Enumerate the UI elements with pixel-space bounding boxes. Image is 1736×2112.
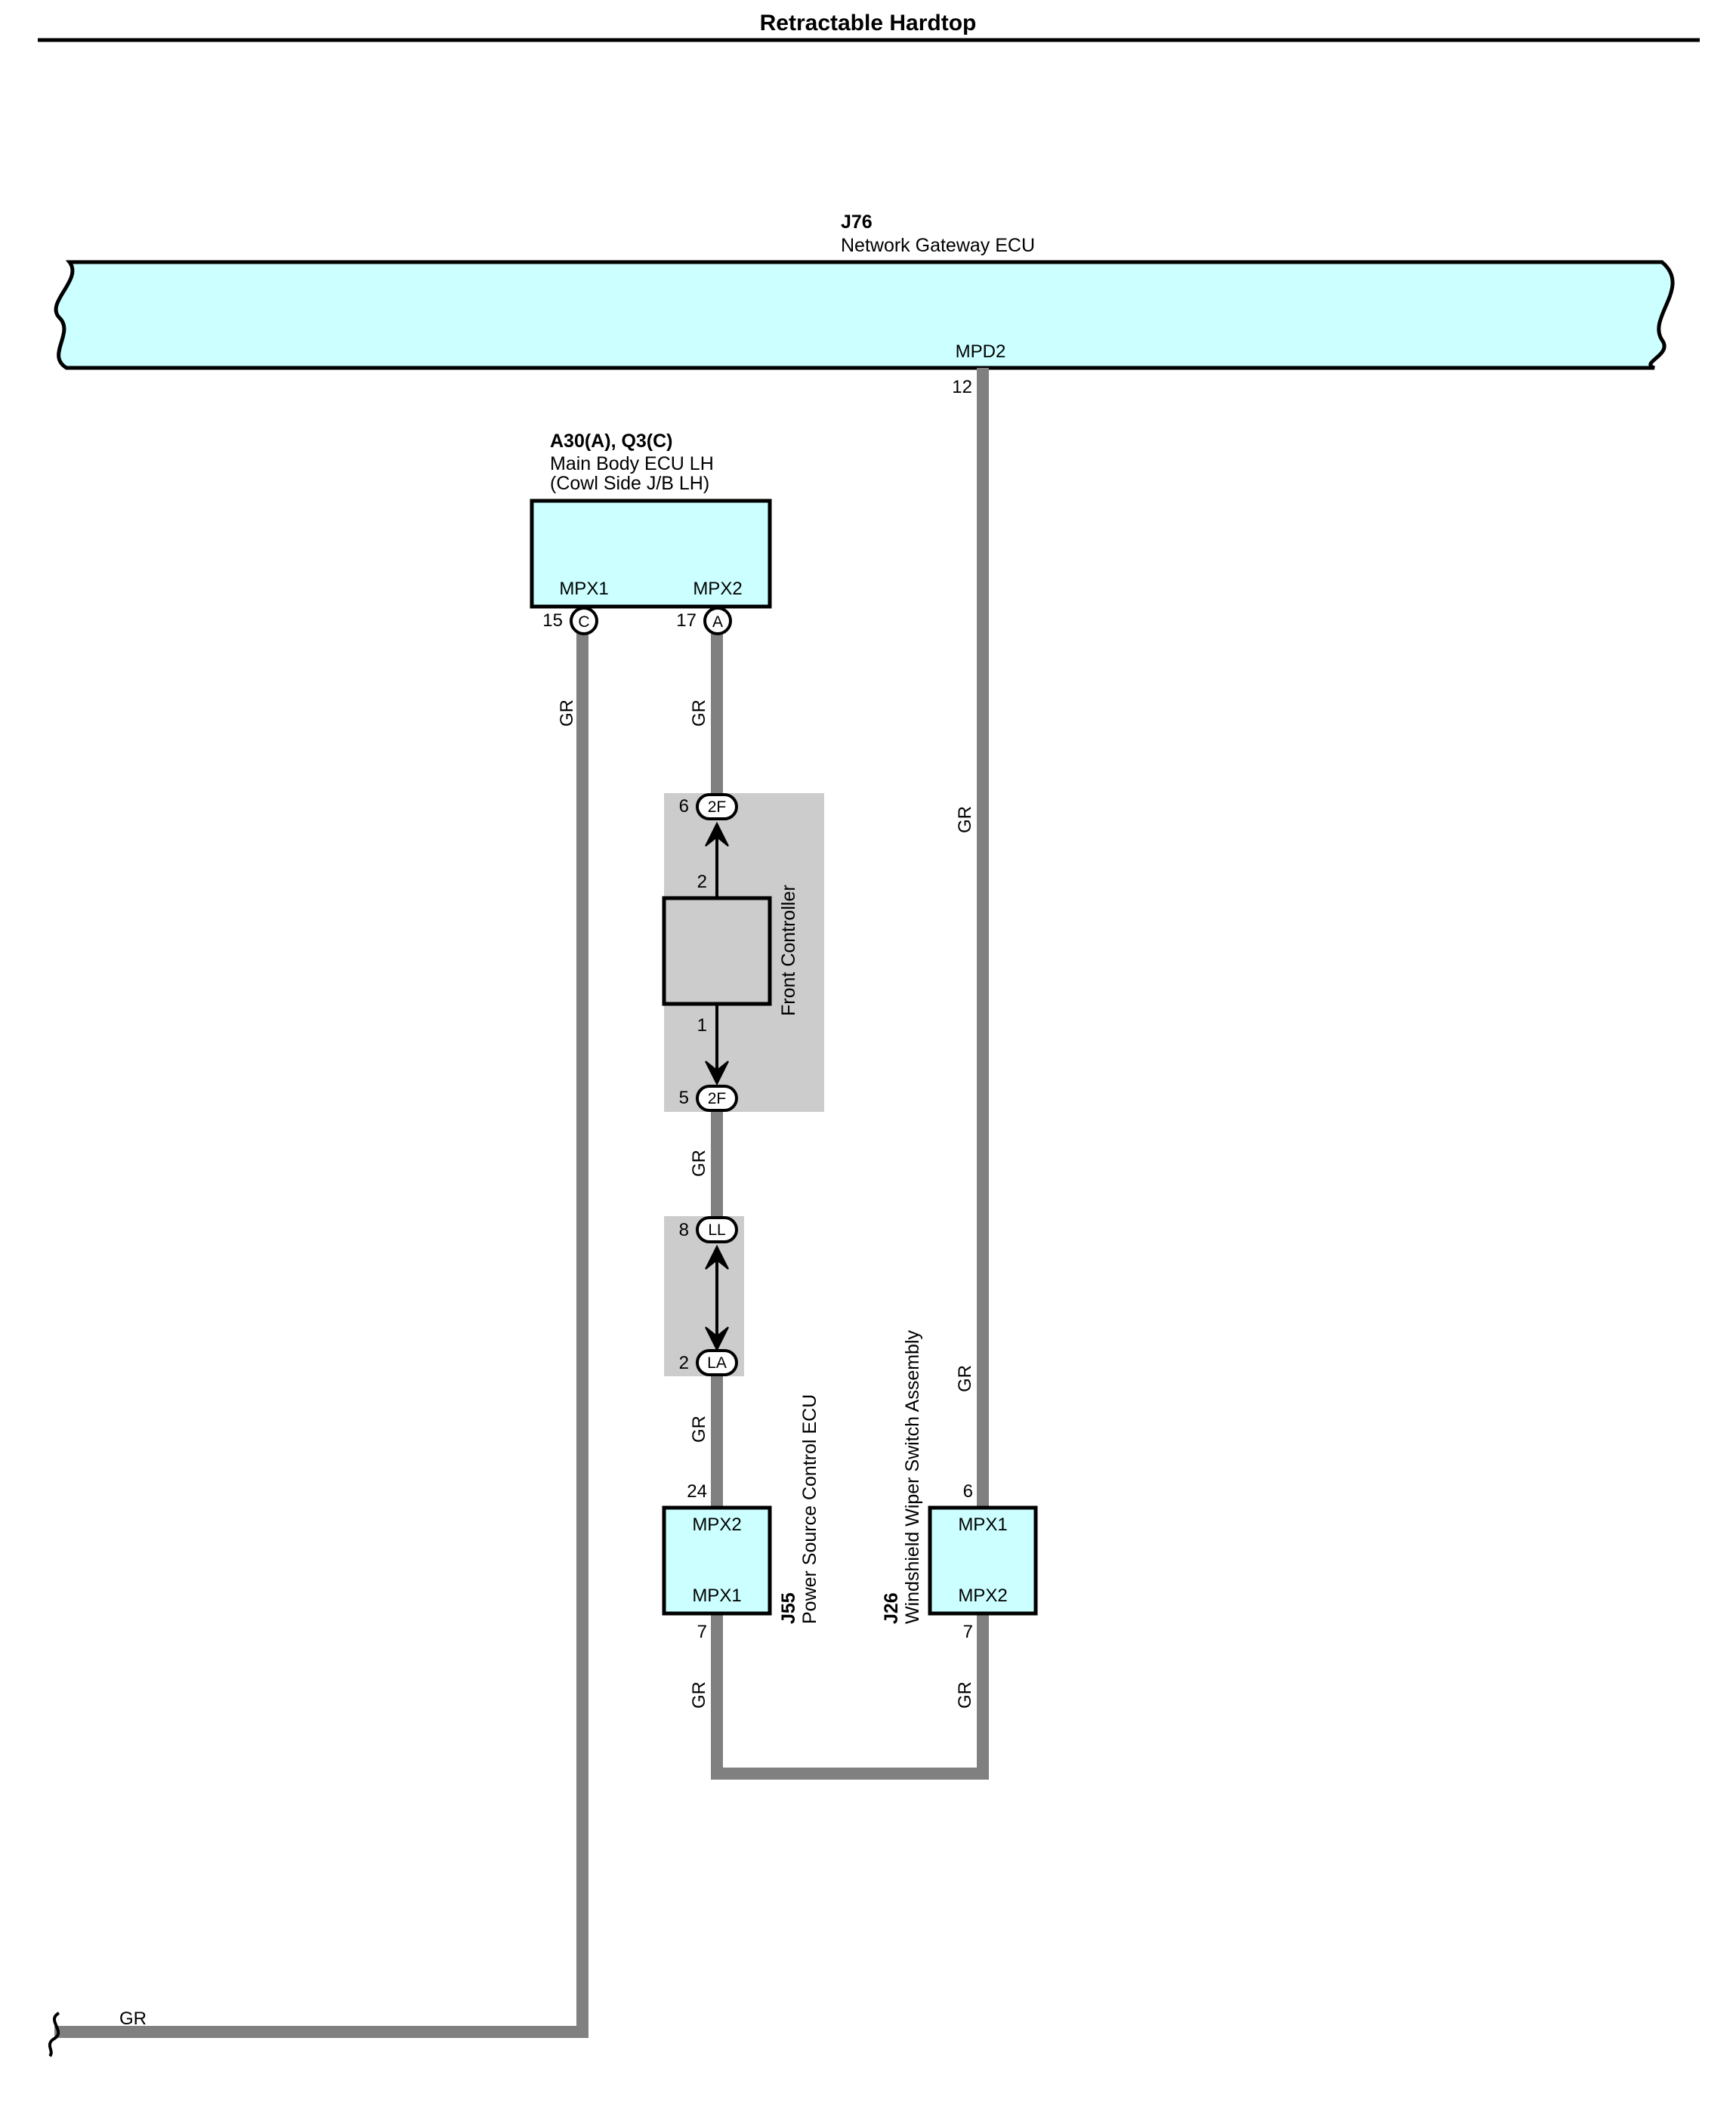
- main-body-name-line1: Main Body ECU LH: [550, 453, 714, 474]
- wire-color-main-a-top: GR: [689, 699, 709, 727]
- connector-c: [570, 607, 598, 635]
- main-body-pin-left: 15: [542, 610, 563, 631]
- main-body-name-line2: (Cowl Side J/B LH): [550, 473, 709, 494]
- wiper-switch-name: Windshield Wiper Switch Assembly: [902, 1329, 923, 1624]
- gateway-name: Network Gateway ECU: [841, 235, 1035, 256]
- chevron-down-icon: [705, 1061, 729, 1086]
- wiper-pin-top: 6: [963, 1481, 973, 1502]
- wire-color-gateway-upper: GR: [955, 806, 975, 833]
- power-source-pin-top: 24: [687, 1481, 707, 1502]
- main-body-pin-right: 17: [676, 610, 697, 631]
- wire-power-source-to-wiper: [711, 1611, 989, 1780]
- connector-ll-label: LL: [708, 1221, 725, 1239]
- power-source-id: J55: [778, 1592, 799, 1624]
- wire-color-wiper-bottom: GR: [955, 1681, 975, 1709]
- connector-a: [703, 607, 732, 635]
- chevron-up-icon: [705, 821, 729, 847]
- power-source-pin-bottom: 7: [697, 1622, 707, 1642]
- front-controller-box: [662, 896, 772, 1006]
- gateway-ecu-body: [54, 260, 1675, 370]
- wiper-terminal-mpx2: MPX2: [958, 1586, 1007, 1606]
- front-controller-pin-top: 2: [697, 872, 707, 892]
- wiper-terminal-mpx1: MPX1: [958, 1515, 1007, 1535]
- connector-2f-top: [696, 793, 738, 820]
- wiper-switch-id: J26: [881, 1592, 902, 1624]
- connector-2f-bottom-label: 2F: [708, 1090, 727, 1107]
- gateway-id: J76: [841, 212, 873, 233]
- wire-color-main-a-bottom: GR: [689, 1681, 709, 1709]
- power-source-terminal-mpx2: MPX2: [692, 1515, 741, 1535]
- connector-2f-bottom: [696, 1085, 738, 1112]
- power-source-ecu-box: [662, 1505, 772, 1616]
- junction-chevron-up-icon: [705, 1244, 729, 1270]
- wiper-switch-ecu-box: [928, 1505, 1038, 1616]
- power-source-terminal-mpx1: MPX1: [692, 1586, 741, 1606]
- connector-2f-top-label: 2F: [708, 798, 727, 816]
- main-body-terminal-mpx2: MPX2: [693, 579, 742, 599]
- main-body-ecu-box: [530, 499, 772, 609]
- front-controller-conn-top-pin: 6: [679, 796, 689, 817]
- wiper-pin-bottom: 7: [963, 1622, 973, 1642]
- junction-top-pin: 8: [679, 1220, 689, 1240]
- junction-enclosure: [664, 1216, 744, 1376]
- page-title: Retractable Hardtop: [760, 11, 977, 36]
- connector-c-label: C: [578, 613, 589, 631]
- connector-la-label: LA: [707, 1354, 727, 1372]
- wire-color-main-a-mid: GR: [689, 1150, 709, 1177]
- power-source-name: Power Source Control ECU: [799, 1394, 820, 1624]
- connector-ll: [696, 1216, 738, 1243]
- front-controller-conn-bottom-pin: 5: [679, 1088, 689, 1108]
- gateway-pin-number: 12: [952, 377, 972, 397]
- junction-bottom-pin: 2: [679, 1353, 689, 1373]
- front-controller-pin-bottom: 1: [697, 1015, 707, 1036]
- main-body-id: A30(A), Q3(C): [550, 431, 673, 452]
- connector-a-label: A: [712, 613, 723, 631]
- connector-la: [696, 1349, 738, 1376]
- wire-mpx1-left: [54, 627, 588, 2038]
- wire-color-left-vertical: GR: [557, 699, 577, 727]
- junction-chevron-down-icon: [705, 1326, 729, 1352]
- front-controller-name: Front Controller: [778, 885, 799, 1016]
- wire-break-symbol: [48, 2012, 60, 2058]
- gateway-terminal-label: MPD2: [956, 341, 1006, 362]
- main-body-terminal-mpx1: MPX1: [559, 579, 608, 599]
- wire-color-bottom-horizontal: GR: [119, 2009, 147, 2029]
- wire-color-gateway-lower: GR: [955, 1365, 975, 1392]
- wire-color-main-a-low: GR: [689, 1416, 709, 1443]
